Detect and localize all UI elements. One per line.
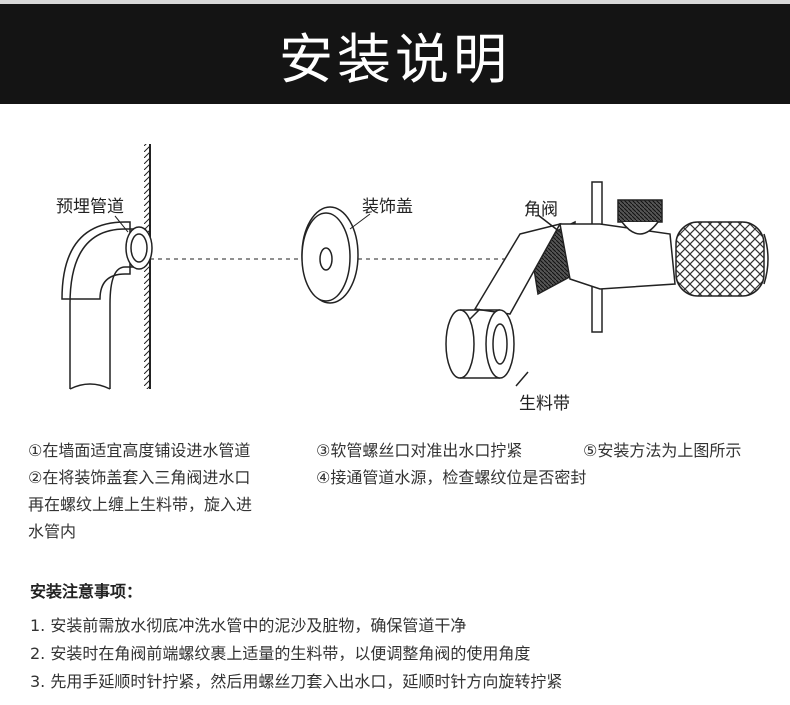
- embedded-pipe-icon: [61, 221, 153, 390]
- steps-column-1: ①在墙面适宜高度铺设进水管道 ②在将装饰盖套入三角阀进水口 再在螺纹上缠上生料带…: [28, 437, 252, 545]
- step-3: ③软管螺丝口对准出水口拧紧: [316, 441, 523, 460]
- embedded-pipe-label: 预埋管道: [56, 197, 124, 217]
- step-2-line-3: 水管内: [28, 522, 77, 541]
- precaution-item: 3. 先用手延顺时针拧紧，然后用螺丝刀套入出水口，延顺时针方向旋转拧紧: [30, 672, 563, 691]
- steps-column-2: ③软管螺丝口对准出水口拧紧 ④接通管道水源，检查螺纹位是否密封: [316, 437, 586, 491]
- angle-valve-icon: [445, 181, 769, 387]
- step-2-line-2: 再在螺纹上缠上生料带，旋入进: [28, 495, 253, 514]
- cover-leader: [349, 213, 371, 230]
- pipe-leader: [114, 215, 129, 233]
- angle-valve-label: 角阀: [524, 200, 558, 220]
- steps-column-3: ⑤安装方法为上图所示: [583, 437, 741, 464]
- step-4: ④接通管道水源，检查螺纹位是否密封: [316, 468, 587, 487]
- precaution-item: 2. 安装时在角阀前端螺纹裹上适量的生料带，以便调整角阀的使用角度: [30, 644, 531, 663]
- step-5: ⑤安装方法为上图所示: [583, 441, 742, 460]
- cover-label: 装饰盖: [362, 197, 413, 217]
- diagram-svg: [61, 144, 769, 390]
- precautions-heading: 安装注意事项：: [30, 582, 143, 601]
- precaution-item: 1. 安装前需放水彻底冲洗水管中的泥沙及脏物，确保管道干净: [30, 616, 467, 635]
- ptfe-tape-label: 生料带: [519, 394, 570, 414]
- precautions-section: 安装注意事项： 1. 安装前需放水彻底冲洗水管中的泥沙及脏物，确保管道干净 2.…: [30, 578, 770, 696]
- decorative-cover-icon: [301, 206, 359, 304]
- page-header: 安装说明: [0, 0, 790, 104]
- installation-diagram: 预埋管道 装饰盖 角阀 生料带: [0, 104, 790, 434]
- step-1: ①在墙面适宜高度铺设进水管道: [28, 441, 251, 460]
- step-2-line-1: ②在将装饰盖套入三角阀进水口: [28, 468, 251, 487]
- wall: [144, 144, 151, 389]
- page-title: 安装说明: [279, 27, 511, 91]
